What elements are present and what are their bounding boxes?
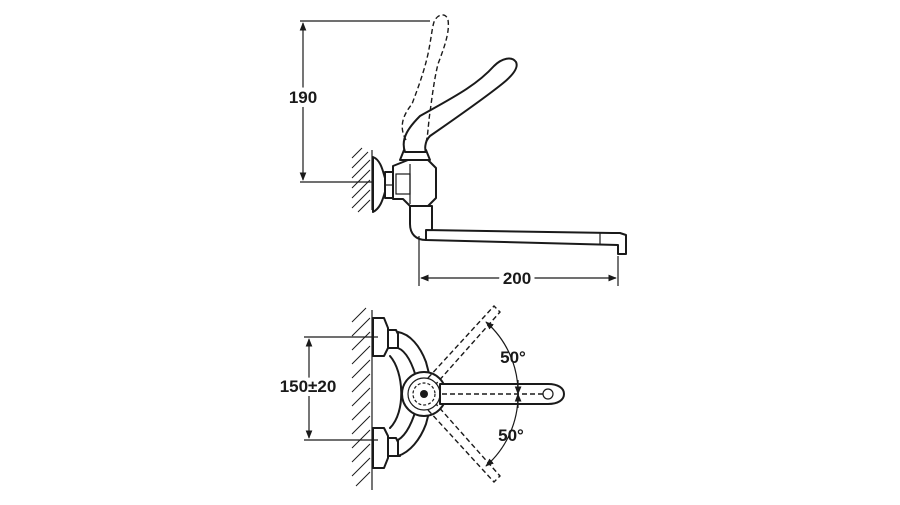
top-lower-mount: [372, 427, 389, 469]
side-wall-hatch: [351, 147, 373, 213]
spout-length-label: 200: [503, 269, 531, 288]
side-spout: [425, 229, 627, 255]
side-valve-body: [392, 159, 437, 207]
side-lever-alt-position: [401, 14, 450, 143]
upper-swing-angle-label: 50°: [500, 348, 526, 367]
top-view: 50° 50° 150±20: [276, 304, 565, 490]
lower-swing-angle-label: 50°: [498, 426, 524, 445]
side-wall-flange: [372, 156, 386, 213]
mount-spacing-label: 150±20: [280, 377, 337, 396]
top-wall-hatch: [351, 307, 373, 490]
mount-spacing-dimension: 150±20: [276, 336, 378, 441]
height-dimension: 190: [285, 20, 430, 183]
top-spout-swing-lower: [427, 403, 501, 484]
spout-length-dimension: 200: [418, 236, 619, 292]
side-view: 190 200: [285, 14, 627, 292]
top-spout-swing-upper: [427, 304, 501, 385]
side-lever-handle: [402, 57, 518, 153]
top-bridge-outer: [389, 355, 403, 429]
height-dimension-label: 190: [289, 88, 317, 107]
